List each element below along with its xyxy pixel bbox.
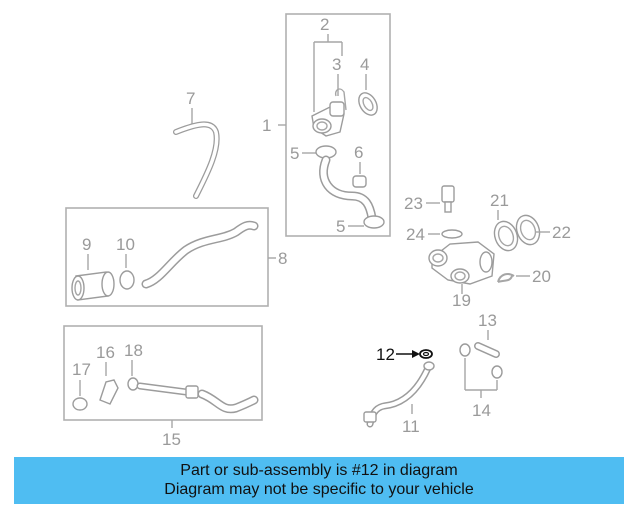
callout-12: 12	[376, 345, 395, 364]
callout-11: 11	[402, 417, 420, 436]
callout-15: 15	[162, 430, 181, 449]
part-18-clamp	[127, 377, 139, 391]
part-3-pipe	[334, 88, 347, 111]
part-14-clamp-upper	[459, 343, 471, 357]
callout-5-upper: 5	[290, 144, 299, 163]
callout-17: 17	[72, 360, 91, 379]
part-10-clamp	[119, 270, 135, 290]
callout-2-bracket: 2	[313, 15, 343, 112]
parts-diagram: 1 2 3 4 5 6 5 7 8 9	[63, 13, 571, 449]
callout-20: 20	[532, 267, 551, 286]
part-12-highlighted[interactable]: 12	[376, 345, 433, 364]
callout-23: 23	[404, 194, 423, 213]
callout-16: 16	[96, 343, 115, 362]
arrow-right-icon	[412, 350, 420, 358]
callout-8: 8	[278, 249, 287, 268]
callout-5-lower: 5	[336, 217, 345, 236]
part-14-clamp-lower	[491, 365, 503, 379]
part-17-clamp	[72, 397, 88, 411]
callout-4: 4	[360, 55, 369, 74]
callout-14-bracket: 14	[464, 358, 498, 420]
part-9-hose-fitting	[71, 271, 115, 301]
callout-3: 3	[332, 55, 341, 74]
part-6-plug	[352, 175, 367, 188]
part-13-pipe	[474, 342, 500, 358]
part-11-pipe	[363, 361, 435, 428]
group-box-1: 1	[262, 13, 391, 237]
part-20-clip	[497, 273, 515, 283]
part-12-seal	[419, 349, 433, 359]
callout-18: 18	[124, 341, 143, 360]
part-5-clamp-lower	[363, 215, 385, 229]
callout-10: 10	[116, 235, 135, 254]
banner-line-1: Part or sub-assembly is #12 in diagram	[180, 462, 458, 479]
part-2-connector	[311, 101, 345, 137]
part-19-thermostat-housing	[428, 241, 495, 285]
part-24-oring	[441, 229, 463, 239]
callout-1: 1	[262, 116, 271, 135]
group-box-8: 8	[65, 207, 287, 307]
part-22-cover	[515, 214, 541, 246]
group-box-15: 15	[63, 325, 263, 449]
part-23-sensor	[441, 185, 455, 213]
callout-21: 21	[490, 191, 509, 210]
info-banner: Part or sub-assembly is #12 in diagram D…	[14, 457, 624, 504]
callout-6: 6	[354, 143, 363, 162]
part-16-bracket	[99, 379, 119, 405]
callout-19: 19	[452, 291, 471, 310]
callout-22: 22	[552, 223, 571, 242]
callout-14: 14	[472, 401, 491, 420]
callout-9: 9	[82, 235, 91, 254]
callout-13: 13	[478, 311, 497, 330]
part-4-seal-ring	[358, 92, 378, 116]
callout-24: 24	[406, 225, 425, 244]
callout-7: 7	[186, 89, 195, 108]
part-hose-box15	[136, 382, 259, 414]
banner-line-2: Diagram may not be specific to your vehi…	[164, 481, 474, 498]
callout-2: 2	[320, 15, 329, 34]
